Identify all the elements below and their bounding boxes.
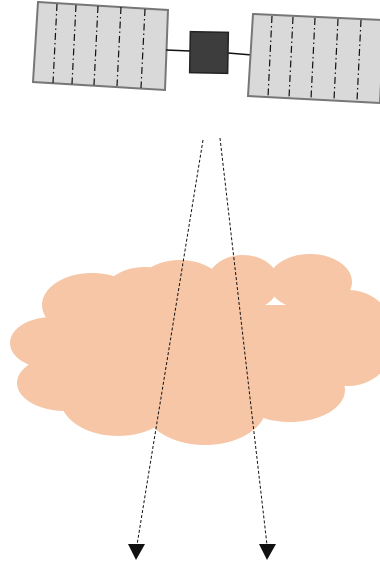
satellite-body	[190, 32, 229, 74]
right-arrow-down-icon	[259, 544, 276, 560]
satellite-icon	[33, 2, 380, 103]
right-connector	[228, 53, 252, 55]
cloud-icon	[10, 254, 380, 445]
right-solar-panel	[248, 14, 380, 103]
left-solar-panel	[33, 2, 168, 90]
left-arrow-down-icon	[128, 544, 145, 560]
left-connector	[166, 50, 190, 51]
